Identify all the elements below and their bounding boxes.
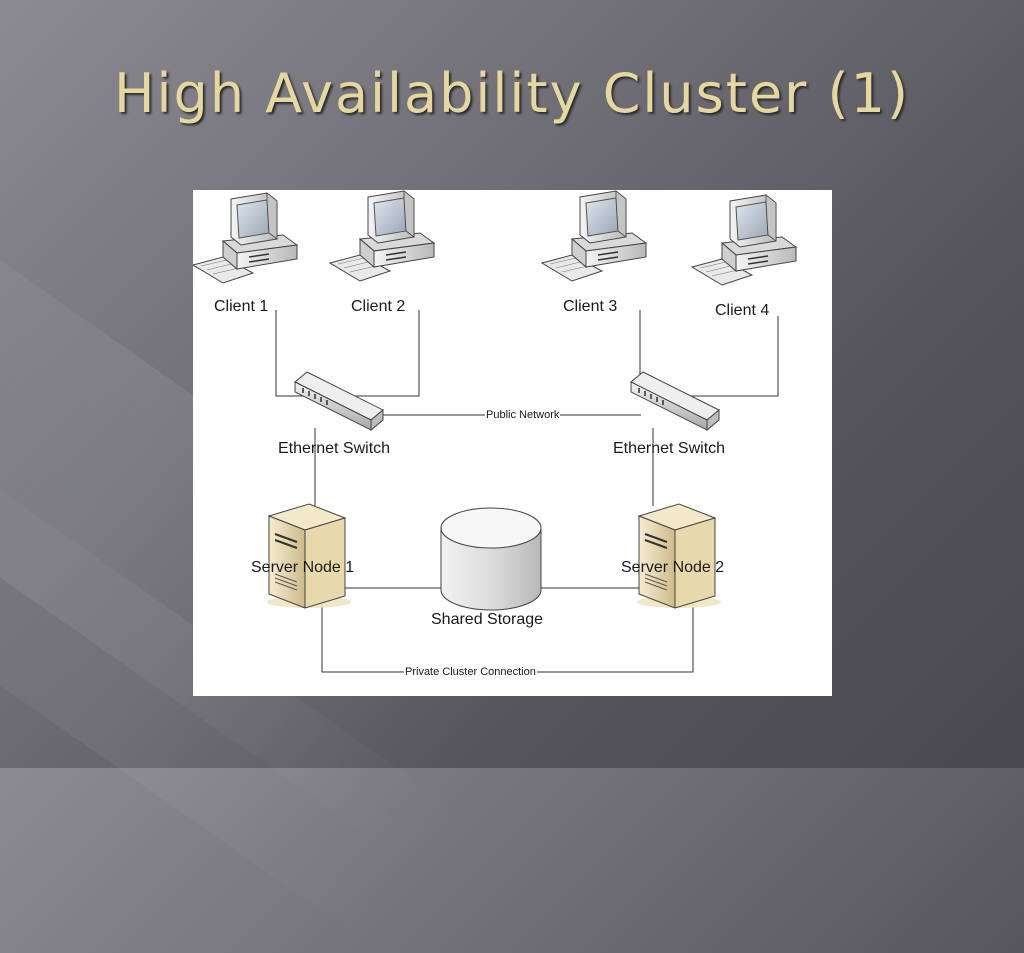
client-computer-3 — [541, 190, 647, 282]
public-network-label: Public Network — [485, 409, 561, 421]
ethernet-switch-2 — [630, 371, 720, 431]
link-client4-switch2 — [673, 316, 779, 397]
client-3-label: Client 3 — [563, 298, 618, 315]
switch-1-label: Ethernet Switch — [278, 440, 391, 457]
shared-storage-disk — [440, 507, 542, 611]
cluster-diagram: Client 1 Client 2 Client 3 Client 4 Publ… — [193, 190, 832, 696]
client-1-label: Client 1 — [214, 298, 269, 315]
client-computer-1 — [193, 192, 298, 284]
client-computer-2 — [329, 190, 435, 282]
server-node-1 — [266, 503, 352, 609]
ethernet-switch-1 — [294, 371, 384, 431]
client-4-label: Client 4 — [715, 302, 770, 319]
switch-2-label: Ethernet Switch — [613, 440, 726, 457]
server-1-label: Server Node 1 — [251, 559, 355, 576]
slide-title: High Availability Cluster (1) — [113, 62, 911, 125]
server-node-2 — [636, 503, 722, 609]
client-2-label: Client 2 — [351, 298, 406, 315]
private-cluster-label: Private Cluster Connection — [404, 666, 537, 678]
client-computer-4 — [691, 194, 797, 286]
diagram-canvas — [193, 190, 797, 673]
server-2-label: Server Node 2 — [621, 559, 725, 576]
shared-storage-label: Shared Storage — [431, 611, 544, 628]
link-client2-switch1 — [343, 310, 420, 397]
link-client1-switch1 — [275, 310, 303, 397]
